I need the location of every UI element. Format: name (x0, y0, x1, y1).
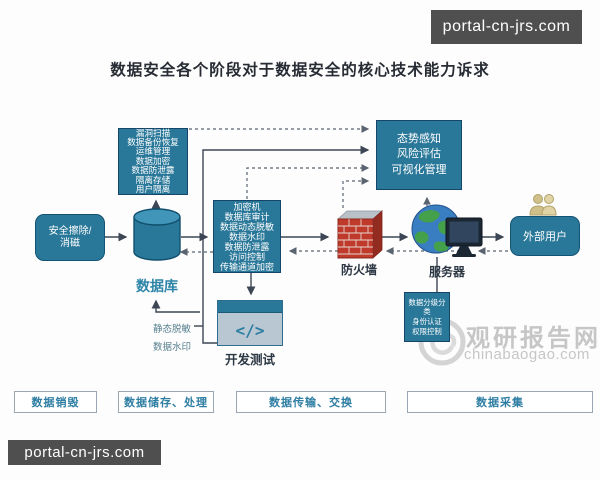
diagram-title: 数据安全各个阶段对于数据安全的核心技术能力诉求 (110, 62, 490, 79)
processing-capabilities-box: 加密机 数据库审计 数据动态脱敏 数据水印 数据防泄露 访问控制 传输通道加密 (213, 200, 281, 273)
data-watermark-annotation: 数据水印 (153, 342, 192, 353)
database-label: 数据库 (136, 278, 178, 294)
static-masking-annotation: 静态脱敏 (153, 324, 192, 335)
stage-transfer-exchange: 数据传输、交换 (236, 391, 386, 413)
stage-destruction: 数据销毁 (14, 391, 97, 413)
watermark-bottom-left: portal-cn-jrs.com (8, 440, 161, 465)
firewall-label: 防火墙 (340, 263, 377, 277)
brand-name: 观研报告网 (466, 325, 600, 352)
code-icon: </> (235, 320, 265, 340)
users-icon (529, 194, 557, 216)
external-user-node: 外部用户 (510, 216, 580, 256)
dev-test-label: 开发测试 (224, 353, 275, 367)
situation-awareness-box: 态势感知 风险评估 可视化管理 (376, 120, 462, 190)
watermark-top-right: portal-cn-jrs.com (431, 10, 582, 44)
server-icon (411, 204, 483, 257)
window-titlebar (218, 301, 282, 313)
dev-test-window-icon: </> (217, 300, 283, 346)
storage-capabilities-box: 漏洞扫描 数据备份恢复 运维管理 数据加密 数据防泄露 隔离存储 用户隔离 (118, 128, 188, 195)
server-label: 服务器 (428, 265, 465, 279)
database-icon (133, 208, 181, 261)
brand-site: chinabaogao.com (464, 346, 590, 363)
classification-box: 数据分级分类 身份认证 权限控制 (404, 292, 450, 342)
firewall-icon (336, 210, 383, 259)
stage-storage-processing: 数据储存、处理 (118, 391, 214, 413)
secure-erase-node: 安全擦除/ 消磁 (35, 214, 105, 261)
stage-collection: 数据采集 (407, 391, 593, 413)
